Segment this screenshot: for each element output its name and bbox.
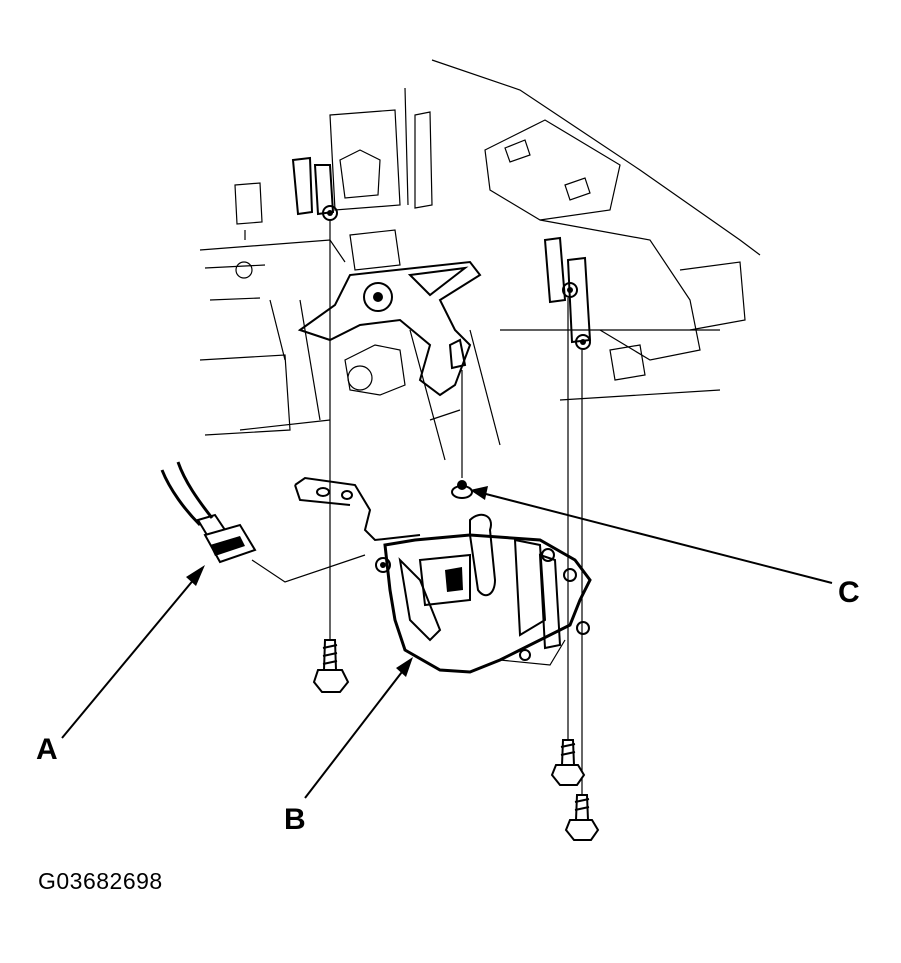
left-mounting-boss bbox=[291, 156, 338, 221]
label-b: B bbox=[284, 803, 306, 836]
label-a: A bbox=[36, 733, 58, 766]
connector-a bbox=[160, 461, 366, 583]
bolt-left bbox=[312, 639, 350, 693]
leader-arrow-a bbox=[61, 565, 205, 739]
upper-bracket bbox=[297, 260, 482, 397]
label-c: C bbox=[838, 576, 860, 609]
transmission-housing bbox=[199, 59, 761, 461]
bolt-right-upper bbox=[550, 739, 586, 786]
component-b bbox=[294, 476, 592, 674]
figure-id: G03682698 bbox=[38, 868, 163, 894]
leader-arrow-c bbox=[470, 486, 833, 584]
right-mounting-boss bbox=[543, 236, 592, 350]
clip-c bbox=[451, 480, 473, 499]
alignment-lines bbox=[329, 220, 583, 795]
bolt-right-lower bbox=[564, 794, 600, 841]
leader-arrow-b bbox=[304, 657, 413, 799]
